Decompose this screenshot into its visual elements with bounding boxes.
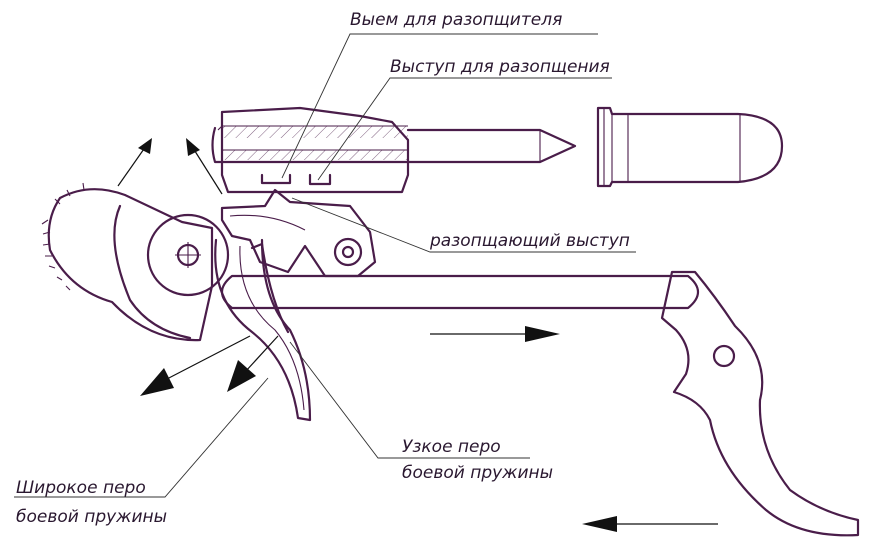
- label-disconnect-protrusion: Выступ для разопщения: [390, 57, 610, 77]
- slide-body: [211, 106, 410, 194]
- label-cut-for-disconnector: Выем для разопщителя: [350, 10, 562, 30]
- label-narrow-spring-line1: Узкое перо: [402, 437, 501, 457]
- motion-arrows: [117, 138, 718, 532]
- firing-pin: [406, 128, 577, 164]
- leader-lines: [14, 33, 636, 498]
- cartridge: [596, 106, 784, 188]
- trigger-bar: [220, 274, 700, 310]
- disconnector: [220, 188, 377, 278]
- label-narrow-spring-line2: боевой пружины: [402, 463, 553, 483]
- mainspring: [214, 238, 312, 422]
- label-wide-spring-line2: боевой пружины: [16, 507, 167, 527]
- disconnector-cutout: [260, 173, 332, 186]
- label-wide-spring-line1: Широкое перо: [16, 478, 146, 498]
- trigger: [660, 270, 860, 537]
- hammer: [41, 182, 230, 342]
- label-disconnecting-protrusion: разопщающий выступ: [429, 231, 630, 251]
